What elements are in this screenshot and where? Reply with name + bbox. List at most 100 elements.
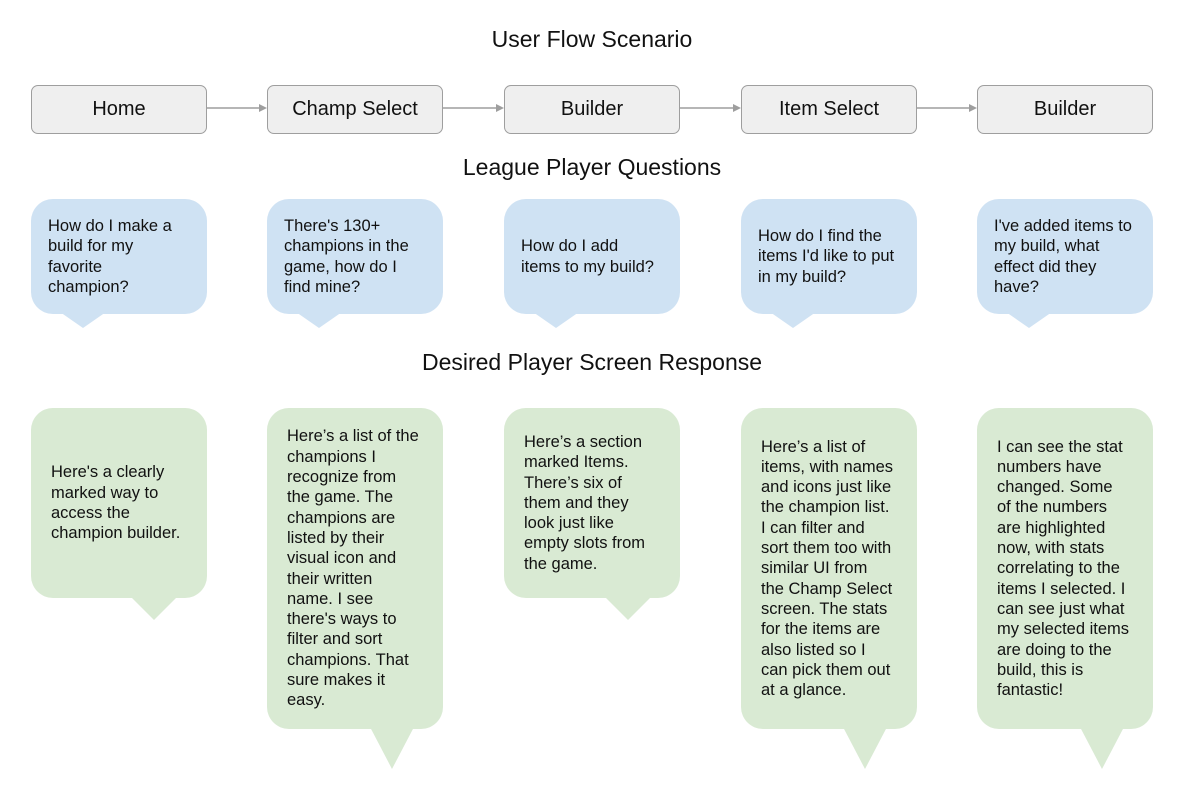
response-bubble: Here's a clearly marked way to access th… — [31, 408, 207, 598]
bubble-text-line: champions. That — [287, 650, 409, 669]
question-bubble: I've added items to my build, what effec… — [977, 199, 1153, 314]
flow-step-item-select: Item Select — [741, 85, 917, 134]
bubble-text-line: build for my — [48, 237, 134, 256]
flow-arrow — [443, 104, 504, 112]
bubble-text-line: have? — [994, 277, 1039, 296]
bubble-text-line: There’s six of — [524, 473, 622, 492]
bubble-text-line: find mine? — [284, 277, 361, 296]
bubble-text-line: recognize from — [287, 468, 397, 487]
flow-step-builder-final: Builder — [977, 85, 1153, 134]
bubble-text-line: look just like — [524, 514, 614, 533]
bubble-text-line: and icons just like — [761, 478, 892, 497]
bubble-text-line: changed. Some — [997, 478, 1113, 497]
response-bubble: Here’s a list of the champions I recogni… — [267, 408, 443, 729]
bubble-text-line: items, with names — [761, 457, 894, 476]
bubble-text-line: listed by their — [287, 528, 385, 547]
bubble-text-line: I've added items to — [994, 216, 1132, 235]
bubble-text-line: them and they — [524, 493, 629, 512]
bubble-text-line: filter and sort — [287, 630, 383, 649]
bubble-text-line: the game. — [524, 554, 598, 573]
bubble-text-line: numbers have — [997, 457, 1102, 476]
flow-arrow — [917, 104, 977, 112]
bubble-text-line: also listed so I — [761, 640, 866, 659]
bubble-text-line: there's ways to — [287, 610, 397, 629]
bubble-text-line: correlating to the — [997, 559, 1120, 578]
flow-arrow — [680, 104, 741, 112]
response-bubble-tail — [1080, 727, 1124, 769]
question-bubble: How do I add items to my build? — [504, 199, 680, 314]
flow-step-champ-select: Champ Select — [267, 85, 443, 134]
bubble-text-line: the game. The — [287, 488, 394, 507]
bubble-text-line: build, this is — [997, 660, 1084, 679]
response-bubble-tail — [130, 596, 178, 620]
bubble-text-line: my selected items — [997, 620, 1130, 639]
bubble-text-line: How do I add — [521, 237, 619, 256]
question-bubble: How do I find the items I'd like to put … — [741, 199, 917, 314]
bubble-text-line: Here's a clearly — [51, 463, 165, 482]
bubble-text-line: name. I see — [287, 589, 374, 608]
bubble-text-line: I can see the stat — [997, 437, 1123, 456]
bubble-text-line: for the items are — [761, 620, 881, 639]
response-bubble: Here’s a section marked Items. There’s s… — [504, 408, 680, 598]
screen-response-title: Desired Player Screen Response — [421, 349, 763, 375]
response-bubble-tail — [370, 727, 414, 769]
bubble-text-line: can pick them out — [761, 660, 891, 679]
bubble-text-line: in my build? — [758, 267, 847, 286]
bubble-text-line: items I selected. I — [997, 579, 1126, 598]
bubble-text-line: their written — [287, 569, 373, 588]
question-bubble-tail — [533, 312, 579, 328]
question-bubble-tail — [296, 312, 342, 328]
bubble-text-line: now, with stats — [997, 539, 1105, 558]
bubble-text-line: the Champ Select — [761, 579, 893, 598]
question-bubble-tail — [1006, 312, 1052, 328]
bubble-text-line: champion? — [48, 277, 129, 296]
bubble-text-line: easy. — [287, 691, 326, 710]
player-questions-title: League Player Questions — [462, 154, 722, 180]
bubble-text-line: How do I make a — [48, 216, 172, 235]
bubble-text-line: my build, what — [994, 237, 1100, 256]
response-bubble-tail — [604, 596, 652, 620]
response-bubble: Here’s a list of items, with names and i… — [741, 408, 917, 729]
bubble-text-line: of the numbers — [997, 498, 1108, 517]
bubble-text-line: are doing to the — [997, 640, 1112, 659]
bubble-text-line: fantastic! — [997, 681, 1064, 700]
bubble-text-line: How do I find the — [758, 227, 882, 246]
bubble-text-line: champions are — [287, 508, 396, 527]
question-bubble: How do I make a build for my favorite ch… — [31, 199, 207, 314]
bubble-text-line: effect did they — [994, 257, 1097, 276]
bubble-text-line: screen. The stats — [761, 599, 888, 618]
question-bubble-tail — [770, 312, 816, 328]
bubble-text-line: items I'd like to put — [758, 247, 895, 266]
bubble-text-line: sure makes it — [287, 670, 386, 689]
bubble-text-line: Here’s a list of the — [287, 427, 419, 446]
bubble-text-line: champions I — [287, 447, 376, 466]
bubble-text-line: are highlighted — [997, 518, 1106, 537]
response-bubble: I can see the stat numbers have changed.… — [977, 408, 1153, 729]
bubble-text-line: similar UI from — [761, 559, 868, 578]
bubble-text-line: items to my build? — [521, 257, 654, 276]
question-bubble: There's 130+ champions in the game, how … — [267, 199, 443, 314]
bubble-text-line: Here’s a section — [524, 432, 643, 451]
bubble-text-line: champions in the — [284, 237, 409, 256]
bubble-text-line: access the — [51, 504, 130, 522]
response-bubble-tail — [843, 727, 887, 769]
bubble-text-line: I can filter and — [761, 518, 865, 537]
bubble-text-line: favorite — [48, 257, 103, 276]
user-flow-title: User Flow Scenario — [491, 26, 693, 52]
bubble-text-line: game, how do I — [284, 257, 397, 276]
bubble-text-line: the champion list. — [761, 498, 890, 517]
bubble-text-line: marked Items. — [524, 453, 629, 472]
bubble-text-line: at a glance. — [761, 681, 847, 700]
bubble-text-line: sort them too with — [761, 539, 892, 558]
bubble-text-line: Here’s a list of — [761, 437, 866, 456]
bubble-text-line: can see just what — [997, 599, 1125, 618]
bubble-text-line: There's 130+ — [284, 216, 381, 235]
flow-arrow — [207, 104, 267, 112]
question-bubble-tail — [60, 312, 106, 328]
flow-step-builder: Builder — [504, 85, 680, 134]
bubble-text-line: empty slots from — [524, 534, 646, 553]
bubble-text-line: marked way to — [51, 483, 159, 502]
bubble-text-line: visual icon and — [287, 549, 397, 568]
flow-step-home: Home — [31, 85, 207, 134]
bubble-text-line: champion builder. — [51, 524, 181, 543]
